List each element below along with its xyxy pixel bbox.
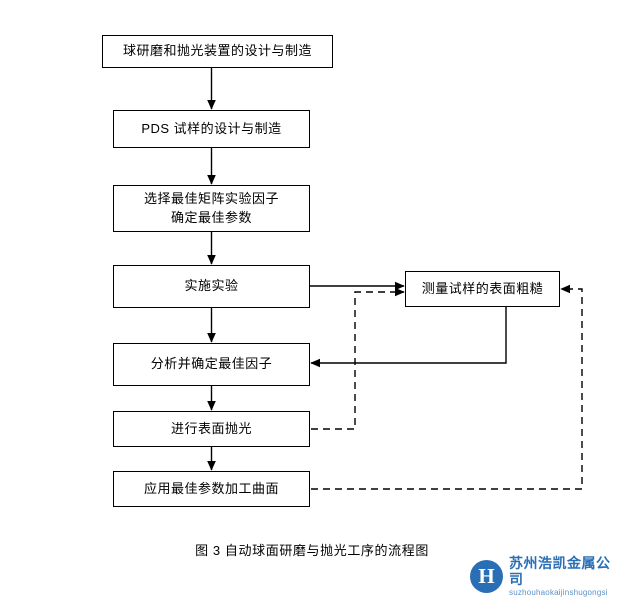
node-label: 进行表面抛光: [170, 420, 252, 436]
node-surface-polishing: 进行表面抛光: [113, 411, 310, 447]
company-name: 苏州浩凯金属公司: [509, 554, 611, 587]
node-select-matrix-factors: 选择最佳矩阵实验因子 确定最佳参数: [113, 185, 310, 232]
company-watermark: H 苏州浩凯金属公司 suzhouhaokaijinshugongsi: [470, 555, 620, 597]
connector-measure-to-analyze: [310, 307, 507, 368]
company-logo-icon: H: [470, 559, 503, 593]
node-pds-specimen: PDS 试样的设计与制造: [113, 110, 310, 148]
node-design-grinding-device: 球研磨和抛光装置的设计与制造: [102, 35, 333, 68]
company-watermark-text: 苏州浩凯金属公司 suzhouhaokaijinshugongsi: [509, 555, 620, 597]
node-machine-curved-surface: 应用最佳参数加工曲面: [113, 471, 310, 507]
node-run-experiment: 实施实验: [113, 265, 310, 308]
node-label: 实施实验: [184, 278, 239, 294]
node-analyze-best-factors: 分析并确定最佳因子: [113, 343, 310, 386]
node-label: 选择最佳矩阵实验因子 确定最佳参数: [143, 190, 279, 225]
connector-polishing-to-measure: [311, 287, 405, 430]
node-label: PDS 试样的设计与制造: [141, 120, 282, 136]
node-measure-roughness: 测量试样的表面粗糙: [405, 271, 560, 307]
connector-machining-to-measure: [311, 284, 583, 490]
node-label: 分析并确定最佳因子: [150, 356, 273, 372]
figure-caption: 图 3 自动球面研磨与抛光工序的流程图: [195, 543, 429, 558]
node-label: 测量试样的表面粗糙: [421, 280, 544, 296]
node-label: 应用最佳参数加工曲面: [143, 480, 279, 496]
company-pinyin: suzhouhaokaijinshugongsi: [509, 587, 608, 597]
node-label: 球研磨和抛光装置的设计与制造: [122, 43, 312, 59]
